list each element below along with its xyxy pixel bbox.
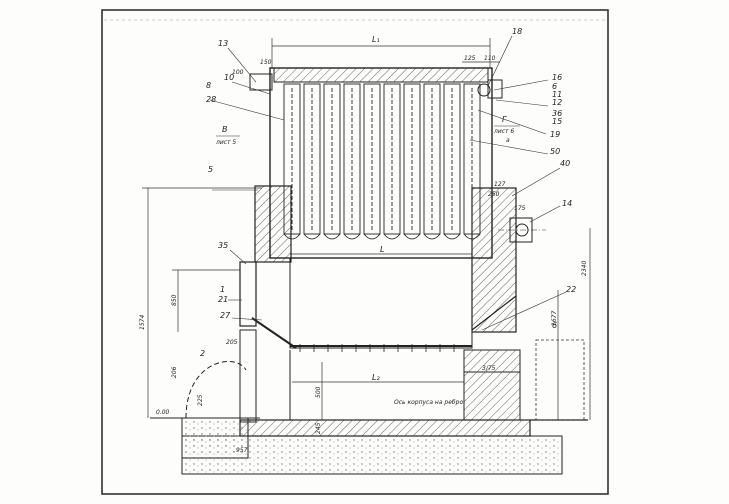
callout-36: 36 (552, 109, 562, 118)
dim-0-00: 0.00 (156, 409, 170, 416)
callout-14: 14 (562, 199, 572, 208)
callout-27: 27 (220, 311, 231, 320)
dim-150: 150 (260, 59, 272, 66)
dimension-lines (142, 38, 591, 420)
callout-40: 40 (560, 159, 570, 168)
callout-28: 28 (206, 95, 216, 104)
dim-205: 205 (226, 339, 238, 346)
right-slope (471, 295, 517, 331)
floor-note: Ось корпуса на ребро (394, 399, 463, 406)
dim-206: 206 (171, 366, 178, 378)
view-g-label: Г (502, 115, 507, 124)
callout-35: 35 (218, 241, 228, 250)
combustion-chamber (289, 257, 473, 349)
callout-16: 16 (552, 73, 562, 82)
callout-15: 15 (552, 117, 562, 126)
boiler-sections (283, 83, 481, 235)
dim-245: 245 (315, 422, 322, 434)
dim-500: 500 (315, 386, 322, 398)
boiler-casing (269, 67, 493, 259)
callout-5: 5 (208, 165, 213, 174)
callout-12: 12 (552, 98, 562, 107)
callout-19: 19 (550, 130, 560, 139)
callout-50: 50 (550, 147, 560, 156)
right-ground-block (535, 339, 585, 421)
inclined-grate (251, 317, 297, 349)
dim-L: L (380, 245, 384, 254)
callout-8: 8 (206, 81, 211, 90)
ash-door-arc (185, 361, 247, 419)
view-b-sheet: лист 5 (215, 139, 236, 146)
right-top-valve (487, 79, 503, 99)
dim-2340: 2340 (581, 261, 588, 276)
callout-11: 11 (552, 90, 562, 99)
dim-957: 957 (236, 447, 248, 454)
callout-2: 2 (200, 349, 205, 358)
dim-250: 250 (488, 191, 500, 198)
callout-21: 21 (218, 295, 228, 304)
dim-125: 125 (464, 55, 476, 62)
callout-18: 18 (512, 27, 522, 36)
dim-175: 175 (514, 205, 526, 212)
view-b-label: В (222, 125, 228, 134)
right-brick-wall (471, 187, 517, 333)
dim-127: 127 (494, 181, 506, 188)
section-bottom-knuckles (283, 233, 481, 240)
left-top-nozzle (249, 73, 273, 91)
drawing-frame (101, 9, 609, 495)
dim-1574: 1574 (139, 315, 146, 330)
right-top-fitting (477, 83, 491, 97)
ash-door-frame (239, 329, 257, 423)
grate-bars (299, 344, 455, 352)
view-g-sheet: лист 6 (493, 128, 514, 135)
top-drum-header (273, 67, 489, 83)
callout-10: 10 (224, 73, 234, 82)
leader-lines (209, 35, 567, 331)
ash-pit-hatch-right (463, 349, 521, 421)
view-g-sub: а (506, 137, 510, 144)
left-brick-wall (254, 185, 292, 263)
dim-1677: 1677 (551, 311, 558, 326)
callout-1: 1 (220, 285, 225, 294)
dim-L1: L₁ (372, 35, 380, 44)
dim-225: 225 (197, 394, 204, 406)
dim-L2: L₂ (372, 373, 380, 382)
front-door-frame (239, 261, 257, 327)
callout-6a: 6 (552, 82, 557, 91)
dim-850: 850 (171, 294, 178, 306)
callout-22: 22 (566, 285, 576, 294)
dim-3-75: 3/75 (482, 365, 496, 372)
foundation-slab (239, 419, 531, 437)
dim-100: 100 (232, 69, 244, 76)
callout-6b: 6 (552, 321, 557, 330)
dim-110: 110 (484, 55, 496, 62)
callout-13: 13 (218, 39, 228, 48)
